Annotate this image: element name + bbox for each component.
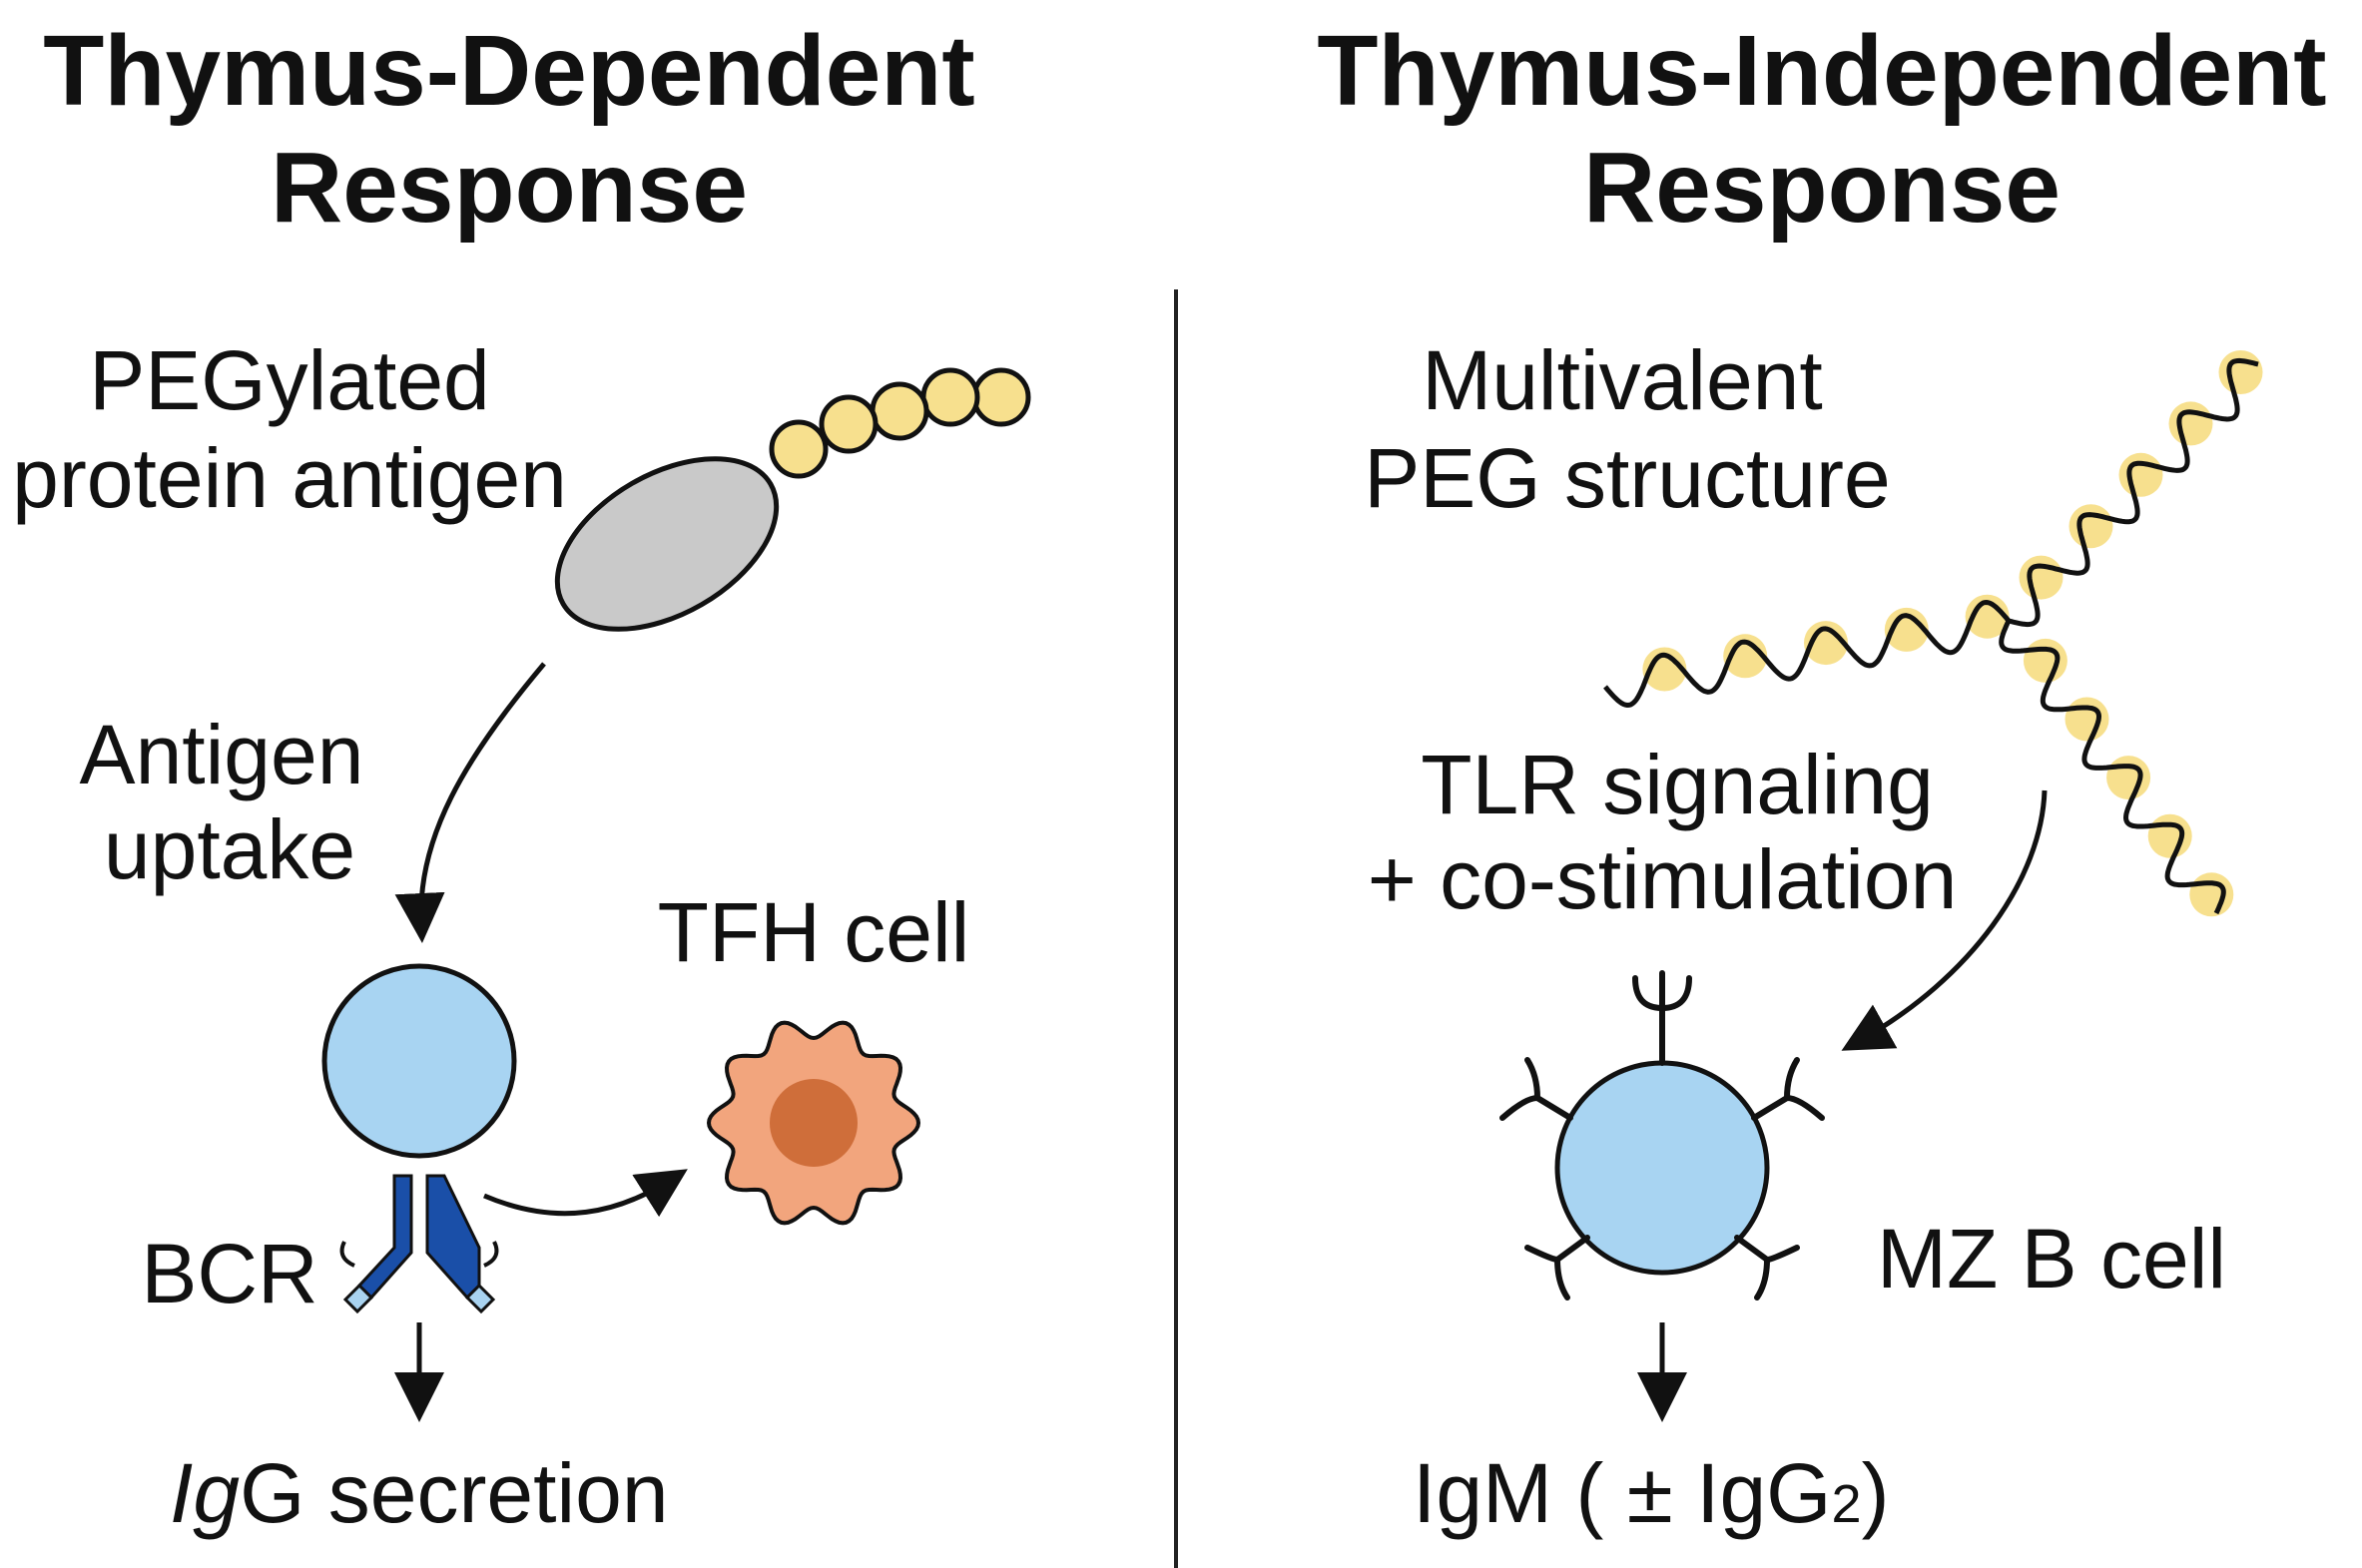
signal-label-line1: TLR signaling (1421, 738, 1934, 831)
tfh-label: TFH cell (658, 885, 970, 979)
protein-antigen-icon (554, 456, 780, 632)
tfh-cell-icon (706, 1020, 921, 1226)
branched-peg-icon (1603, 350, 2263, 917)
peg-bead (2118, 452, 2163, 497)
igg-secretion-label: IgG secretion (170, 1446, 669, 1540)
mz-b-cell-label: MZ B cell (1877, 1212, 2226, 1306)
igm-close: ) (1862, 1446, 1890, 1540)
mz-b-cell-icon (1499, 970, 1825, 1301)
peg-bead (2065, 697, 2109, 742)
peg-bead (971, 367, 1031, 427)
signal-arrow (1841, 789, 2048, 1051)
right-title-line2: Response (1583, 132, 2061, 244)
peg-bead (2068, 504, 2113, 549)
b-cell-icon (321, 963, 517, 1159)
bcr-antibody-icon (339, 1174, 499, 1314)
uptake-label-line2: uptake (104, 802, 355, 896)
tfh-nucleus (770, 1079, 858, 1167)
igg-rest-part: G secretion (240, 1446, 669, 1540)
peg-bead (870, 381, 929, 441)
peg-bead (769, 419, 829, 479)
uptake-label-line1: Antigen (80, 708, 364, 801)
structure-label-line1: Multivalent (1422, 333, 1823, 427)
igm-output-label: IgM ( ± IgG2) (1413, 1446, 1890, 1540)
antigen-label-line2: protein antigen (12, 431, 567, 525)
peg-bead (2147, 813, 2192, 858)
left-title-line1: Thymus-Dependent (43, 15, 974, 127)
right-panel: Thymus-Independent Response Multivalent … (1317, 15, 2326, 1540)
peg-bead (2023, 638, 2067, 683)
peg-chain-icon (769, 367, 1031, 479)
peg-bead (2106, 756, 2151, 800)
igg-ig-part: Ig (170, 1446, 240, 1540)
left-panel: Thymus-Dependent Response PEGylated prot… (12, 15, 1031, 1540)
peg-bead (2168, 401, 2213, 446)
structure-label-line2: PEG structure (1364, 431, 1891, 525)
uptake-arrow (394, 662, 546, 943)
peg-bead (2019, 555, 2064, 600)
bcr-to-tfh-arrow (483, 1169, 688, 1218)
bcr-label: BCR (141, 1227, 317, 1320)
right-title-line1: Thymus-Independent (1317, 15, 2326, 127)
igm-subscript: 2 (1832, 1474, 1862, 1534)
cell-receptors (1499, 970, 1825, 1301)
antigen-label-line1: PEGylated (89, 333, 490, 427)
signal-label-line2: + co-stimulation (1368, 832, 1958, 926)
igm-main: IgM ( ± IgG (1413, 1446, 1832, 1540)
peg-bead (2189, 872, 2234, 917)
left-title-line2: Response (271, 132, 748, 244)
peg-bead (2218, 350, 2263, 394)
peg-bead (819, 394, 879, 454)
peg-bead (920, 367, 980, 427)
